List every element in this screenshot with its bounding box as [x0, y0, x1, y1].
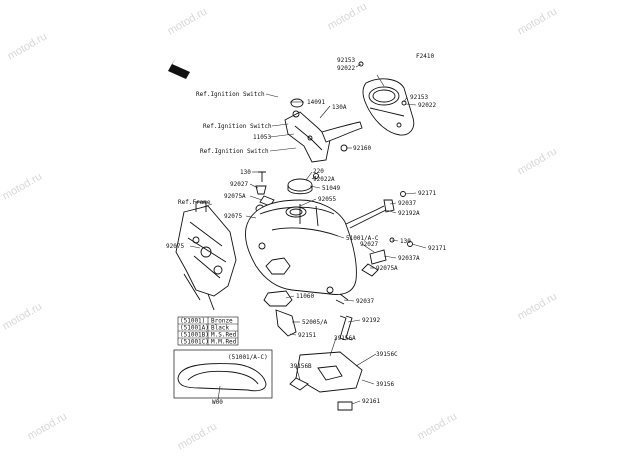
watermark: motod.ru: [176, 420, 220, 452]
ref-label: Ref.Frame: [178, 199, 211, 206]
callout-label: 92037: [356, 298, 374, 305]
callout-label: 92151: [298, 332, 316, 339]
watermark: motod.ru: [516, 290, 560, 322]
callout-label: 39156B: [290, 363, 312, 370]
watermark: motod.ru: [416, 410, 460, 442]
ref-label: Ref.Ignition Switch: [203, 123, 272, 130]
callout-label: 92075A: [224, 193, 246, 200]
ref-label: Ref.Ignition Switch: [200, 148, 269, 155]
table-row-color: M.S.Red: [211, 332, 237, 339]
callout-label: 92075: [166, 243, 184, 250]
table-row-color: Black: [211, 325, 229, 332]
callout-label: 92037A: [398, 255, 420, 262]
callout-label: 11060: [296, 293, 314, 300]
table-row-code: (51001): [180, 318, 205, 325]
table-row-color: Bronze: [211, 318, 233, 325]
callout-label: 92160: [353, 145, 371, 152]
watermark: motod.ru: [166, 5, 210, 37]
watermark: motod.ru: [26, 410, 70, 442]
callout-labels: 92153 92022 92153 92022 14091 130A Ref.I…: [166, 57, 446, 405]
table-row-code: (51001B): [180, 332, 209, 339]
callout-label: 220: [313, 168, 324, 175]
frame: [175, 201, 237, 311]
callout-label: 92022: [337, 65, 355, 72]
callout-label: 11053: [253, 134, 271, 141]
ref-label: Ref.Ignition Switch: [196, 91, 265, 98]
watermark: motod.ru: [1, 300, 45, 332]
watermark: motod.ru: [6, 30, 50, 62]
leader-lines: [189, 63, 427, 405]
ignition-bracket: [284, 98, 363, 163]
table-row-code: (51001C): [180, 339, 209, 346]
tank-cover: [362, 78, 415, 136]
watermark: motod.ru: [516, 5, 560, 37]
figure-code: F2410: [416, 53, 434, 60]
callout-label: 92192: [362, 317, 380, 324]
fuel-hoses: [335, 191, 413, 341]
callout-label: 130: [400, 238, 411, 245]
callout-label: 92027: [230, 181, 248, 188]
callout-label: 52005/A: [302, 319, 328, 326]
callout-label: 92027: [360, 241, 378, 248]
insulator-pads: [289, 351, 363, 411]
callout-label: 39156: [376, 381, 394, 388]
callout-label: 92171: [418, 190, 436, 197]
watermark: motod.ru: [326, 0, 370, 32]
inset-title: (51001/A-C): [228, 354, 268, 361]
callout-label: 51001/A-C: [346, 235, 379, 242]
callout-label: 92161: [362, 398, 380, 405]
callout-label: 130A: [332, 104, 347, 111]
callout-label: 130: [240, 169, 251, 176]
front-arrow-icon: [168, 58, 190, 79]
watermark: motod.ru: [516, 145, 560, 177]
callout-label: 51049: [322, 185, 340, 192]
callout-label: 92055: [318, 196, 336, 203]
callout-label: 92153: [337, 57, 355, 64]
callout-label: 14091: [307, 99, 325, 106]
callout-label: 39156A: [334, 335, 356, 342]
callout-label: 92022A: [313, 176, 335, 183]
fuel-pump: [263, 290, 297, 337]
callout-label: 92192A: [398, 210, 420, 217]
callout-label: 92171: [428, 245, 446, 252]
callout-label: 92153: [410, 94, 428, 101]
table-row-color: M.M.Red: [211, 339, 237, 346]
table-row-code: (51001A): [180, 325, 209, 332]
callout-label: 92075: [224, 213, 242, 220]
inset-caption: W00: [212, 399, 223, 406]
callout-label: 92075A: [376, 265, 398, 272]
callout-label: 92022: [418, 102, 436, 109]
watermark: motod.ru: [1, 170, 45, 202]
callout-label: 92037: [398, 200, 416, 207]
fuel-tank: [245, 199, 357, 295]
decal-inset: (51001/A-C) W00: [173, 349, 273, 406]
color-table: (51001) Bronze (51001A) Black (51001B) M…: [177, 316, 239, 346]
callout-label: 39156C: [376, 351, 398, 358]
